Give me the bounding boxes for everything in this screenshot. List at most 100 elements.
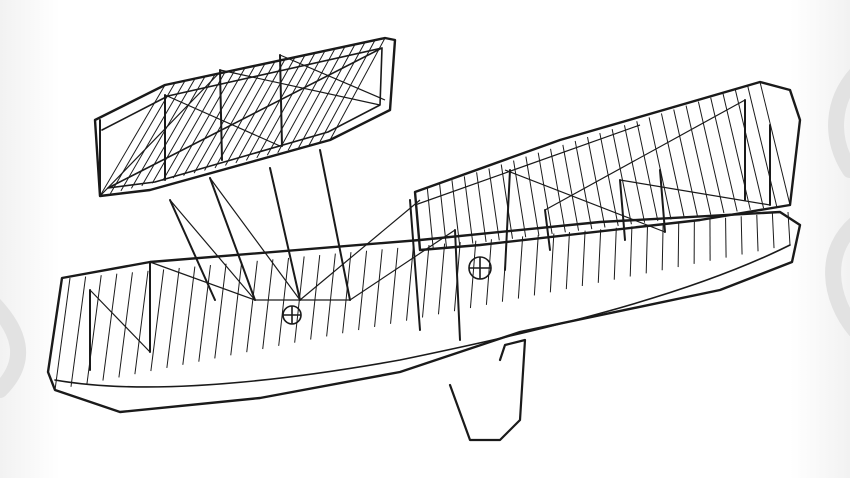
wing-rib [513,160,527,238]
wing-rib [193,65,256,174]
wing-rib [70,276,87,387]
wing-rib [660,113,685,218]
wing-rib [390,247,399,324]
wing-rib [599,132,619,226]
wing-rib [611,129,632,225]
wing-rib [204,63,266,171]
strut [409,199,421,331]
wing-rib [266,50,326,156]
wing-rib [141,76,206,187]
wing-rib [537,152,553,235]
wing-rib [685,105,712,215]
wing-rib [246,260,258,353]
bracing-wire [414,124,641,206]
wing-rib [725,217,727,258]
lower-wing-leading-edge [54,244,791,388]
wing-rib [166,267,180,368]
bracing-wire [209,177,301,301]
wing-rib [262,259,274,350]
wing-rib [374,249,383,328]
wing-rib [326,253,336,337]
wing-rib [298,44,356,148]
bracing-wire [619,179,771,206]
wing-rib [485,239,492,305]
wing-rib [287,46,346,151]
bracing-wire [169,199,256,301]
wing-rib [581,230,586,287]
wing-rib [183,67,246,176]
wing-rib [747,85,778,207]
wing-rib [549,233,555,293]
strut [619,179,626,241]
wing-rib [759,81,791,206]
edge-ghosts [0,69,850,398]
wing-rib [118,272,133,378]
strut [219,69,223,161]
lower-wing-outline [46,210,802,414]
wing-rib [329,37,386,141]
wing-rib [756,214,759,252]
wing-rib [150,269,165,372]
wing-rib [172,69,236,179]
wing-rib [182,266,196,365]
wing-rib [214,263,227,359]
wing-rib [771,213,775,249]
wing-rib [476,172,487,243]
wing-rib [102,273,118,381]
wing-rib [342,252,352,334]
biplane-outline [46,36,802,442]
bracing-wire [149,261,256,301]
wing-rib [426,188,434,249]
wing-rib [310,254,321,340]
strut [659,169,666,233]
strut [209,177,256,301]
wing-rib [54,277,71,391]
wing-rib [319,39,376,143]
wing-rib [256,52,316,159]
wing-rib [469,240,477,309]
wing-rib [278,257,290,346]
bracing-wire [299,199,421,301]
wing-rib [308,42,366,146]
wing-rib [562,144,580,231]
wing-rib [613,227,617,280]
wing-rib [406,246,414,321]
wing-rib [214,61,276,169]
wing-rib [629,226,633,277]
upper-wing-outline [413,80,802,252]
bracing-wire [99,69,223,197]
wing-rib [648,117,672,220]
bracing-wire [89,289,151,353]
wing-rib [525,156,540,236]
wing-rib [517,236,524,299]
wing-rib [488,168,500,241]
bracing-wires [89,54,771,353]
bracing-wire [544,99,746,211]
bracing-wire [349,229,456,301]
wing-rib [787,211,791,246]
strut [279,54,283,147]
wing-rib [235,56,296,164]
wing-rib [245,54,306,161]
strut [504,169,511,271]
wing-rib [134,270,149,375]
wing-rib [623,125,646,223]
bracing-wire [504,169,666,233]
wing-rib [697,101,725,214]
wing-rib [740,216,743,255]
landing-wheels [282,256,492,325]
wing-rib [710,97,738,212]
wing-rib [225,59,286,166]
wing-rib [422,244,430,318]
strut [454,229,461,341]
wing-rib [597,229,602,283]
wing-rib [636,121,659,222]
wing-rib [645,224,649,274]
strut [319,149,351,301]
forward-elevator-top [93,36,397,198]
wing-rib [230,262,243,356]
wing-rib [162,71,226,181]
wing-rib [677,222,680,268]
wing-rib [500,164,513,239]
wing-rib [437,243,446,315]
